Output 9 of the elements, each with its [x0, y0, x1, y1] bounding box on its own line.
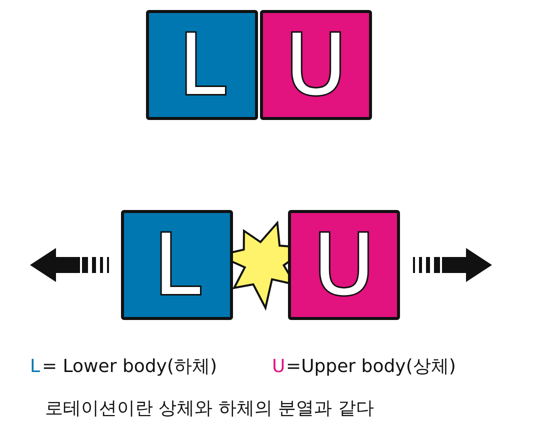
letter-tile: L [146, 10, 258, 120]
key-letter: L [30, 356, 40, 378]
key-letter: U [272, 356, 286, 378]
key-text: =Upper body(상체) [286, 356, 456, 378]
letter-tile: U [260, 10, 372, 120]
letter-tile: L [121, 210, 233, 320]
letter-tile: U [288, 210, 400, 320]
key-text: = Lower body(하체) [42, 356, 218, 378]
caption-text: 로테이션이란 상체와 하체의 분열과 같다 [45, 398, 374, 420]
